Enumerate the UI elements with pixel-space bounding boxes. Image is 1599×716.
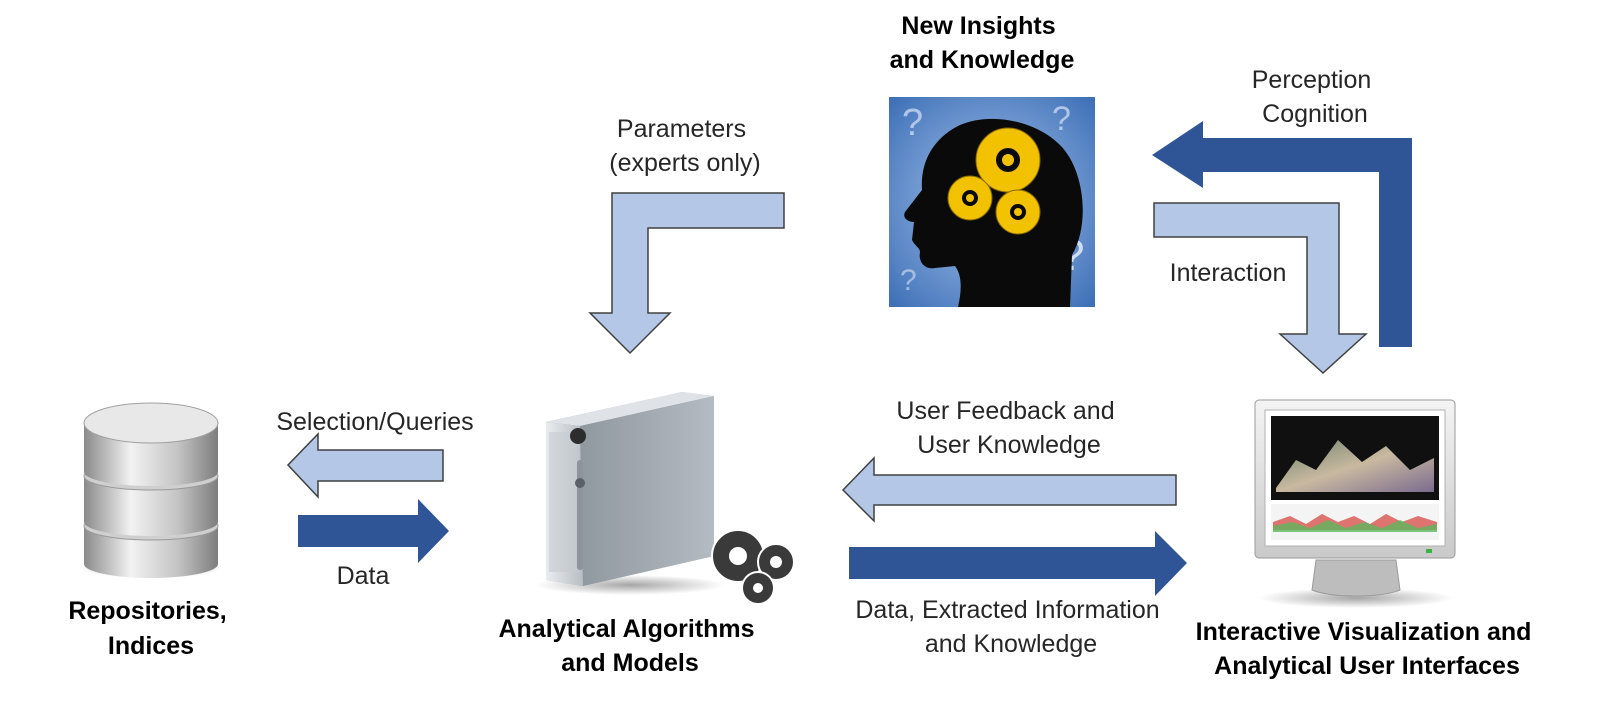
database-icon [79, 402, 223, 578]
user-feedback-label: User Feedback and User Knowledge [896, 397, 1121, 459]
data-arrow [298, 499, 449, 563]
interaction-arrow [1153, 202, 1368, 375]
svg-text:?: ? [902, 102, 923, 144]
repositories-title: Repositories, Indices [68, 597, 233, 660]
interaction-label: Interaction [1170, 259, 1287, 287]
data-label: Data [337, 562, 390, 590]
svg-text:?: ? [900, 264, 917, 297]
parameters-label: Parameters (experts only) [609, 115, 760, 177]
visualization-title: Interactive Visualization and Analytical… [1196, 618, 1539, 680]
head-gears-icon: ? ? ? ? [889, 97, 1095, 308]
perception-cognition-arrow [1152, 121, 1412, 347]
svg-text:?: ? [1052, 100, 1071, 138]
perception-cognition-label: Perception Cognition [1252, 66, 1378, 128]
insights-title: New Insights and Knowledge [890, 12, 1075, 74]
extracted-information-arrow [849, 531, 1187, 596]
selection-queries-arrow [286, 432, 444, 499]
user-feedback-arrow [841, 456, 1177, 523]
algorithms-title: Analytical Algorithms and Models [498, 615, 761, 677]
parameters-arrow [588, 192, 785, 355]
extracted-information-label: Data, Extracted Information and Knowledg… [855, 596, 1166, 658]
server-gears-icon [535, 392, 795, 605]
selection-queries-label: Selection/Queries [276, 408, 473, 436]
monitor-visualization-icon [1254, 399, 1456, 608]
